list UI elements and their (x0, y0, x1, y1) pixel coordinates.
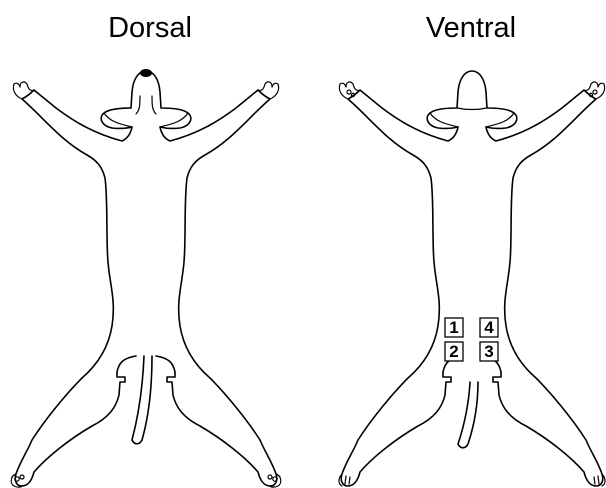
ventral-jaw-and-ear-flaps (430, 108, 514, 127)
ventral-animal-outline (339, 71, 605, 486)
site-3: 3 (480, 342, 498, 361)
site-1: 1 (445, 318, 463, 337)
site-3-label: 3 (484, 342, 493, 361)
site-4: 4 (480, 318, 498, 337)
dorsal-nose (140, 69, 152, 77)
site-1-label: 1 (449, 318, 458, 337)
site-2: 2 (445, 342, 463, 361)
site-2-label: 2 (449, 342, 458, 361)
site-4-label: 4 (484, 318, 494, 337)
dorsal-ear-flaps (104, 96, 188, 127)
dorsal-animal-outline (11, 71, 281, 487)
